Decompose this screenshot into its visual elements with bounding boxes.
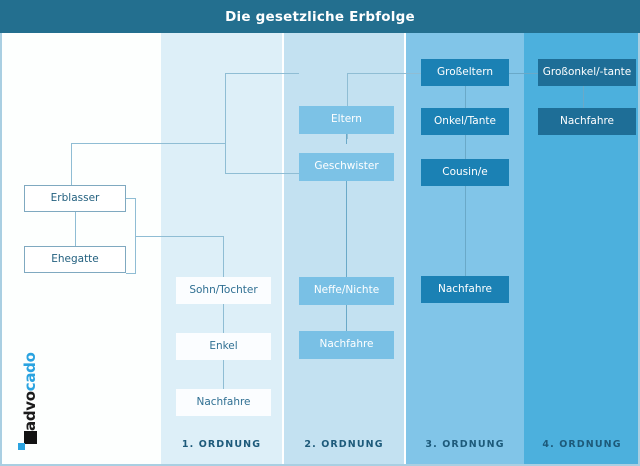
- column-label-4: 4. ORDNUNG: [542, 439, 622, 450]
- connector-eltern-to-grosseltern: [347, 73, 421, 74]
- logo-wordmark: advocado: [21, 335, 39, 431]
- header-bar: Die gesetzliche Erbfolge: [0, 0, 640, 33]
- connector-spouse-bracket: [135, 198, 136, 273]
- connector-ehegatte-right: [126, 273, 136, 274]
- node-sohn-tochter[interactable]: Sohn/Tochter: [176, 277, 271, 304]
- node-nachfahre-1-label: Nachfahre: [196, 395, 251, 408]
- node-nachfahre-3[interactable]: Nachfahre: [421, 276, 509, 303]
- node-erblasser-label: Erblasser: [50, 191, 100, 204]
- node-enkel[interactable]: Enkel: [176, 333, 271, 360]
- logo-word-prefix: advo: [21, 391, 39, 431]
- node-nachfahre-4-label: Nachfahre: [559, 114, 615, 127]
- connector-grosseltern-to-grossonkel: [509, 73, 538, 74]
- connector-eltern-top-stem: [346, 134, 347, 144]
- node-grossonkel-tante[interactable]: Großonkel/-tante: [538, 59, 636, 86]
- node-neffe-nichte[interactable]: Neffe/Nichte: [299, 277, 394, 305]
- logo-square-blue: [18, 443, 25, 450]
- node-ehegatte[interactable]: Ehegatte: [24, 246, 126, 273]
- node-grossonkel-tante-label: Großonkel/-tante: [542, 65, 632, 78]
- connector-grossonkel-to-nachfahre: [583, 86, 584, 108]
- node-nachfahre-2-label: Nachfahre: [319, 338, 374, 351]
- node-enkel-label: Enkel: [209, 339, 238, 352]
- connector-parents-rail-vertical: [225, 73, 226, 173]
- node-sohn-tochter-label: Sohn/Tochter: [189, 283, 258, 296]
- logo-square-dark: [24, 431, 37, 444]
- node-nachfahre-1[interactable]: Nachfahre: [176, 389, 271, 416]
- node-ehegatte-label: Ehegatte: [51, 252, 99, 265]
- column-label-2: 2. ORDNUNG: [304, 439, 384, 450]
- connector-erblasser-up: [71, 143, 72, 186]
- connector-rail-to-geschwister: [225, 173, 299, 174]
- node-eltern[interactable]: Eltern: [299, 106, 394, 134]
- connector-erblasser-ehegatte: [75, 212, 76, 246]
- connector-sohn-to-enkel: [223, 304, 224, 333]
- connector-onkel-to-cousin: [465, 134, 466, 160]
- page-title: Die gesetzliche Erbfolge: [225, 8, 415, 25]
- node-grosseltern-label: Großeltern: [436, 65, 493, 78]
- column-label-3: 3. ORDNUNG: [425, 439, 505, 450]
- connector-grosseltern-to-onkel: [465, 86, 466, 108]
- connector-geschwister-to-neffe: [346, 181, 347, 285]
- connector-to-children-rail: [135, 236, 223, 237]
- node-cousin[interactable]: Cousin/e: [421, 159, 509, 186]
- node-nachfahre-2[interactable]: Nachfahre: [299, 331, 394, 359]
- node-onkel-tante-label: Onkel/Tante: [434, 114, 496, 127]
- node-onkel-tante[interactable]: Onkel/Tante: [421, 108, 509, 135]
- node-nachfahre-3-label: Nachfahre: [437, 282, 493, 295]
- node-nachfahre-4[interactable]: Nachfahre: [538, 108, 636, 135]
- connector-erblasser-right: [126, 198, 136, 199]
- node-eltern-label: Eltern: [331, 113, 362, 126]
- column-background-2: 2. ORDNUNG: [284, 33, 404, 464]
- connector-enkel-to-nachfahre: [223, 360, 224, 389]
- node-neffe-nichte-label: Neffe/Nichte: [313, 284, 380, 297]
- node-geschwister-label: Geschwister: [314, 160, 379, 173]
- diagram-board: 1. ORDNUNG 2. ORDNUNG 3. ORDNUNG 4. ORDN…: [0, 33, 640, 466]
- node-geschwister[interactable]: Geschwister: [299, 153, 394, 181]
- connector-erblasser-to-parents-rail: [71, 143, 225, 144]
- column-background-4: 4. ORDNUNG: [524, 33, 638, 464]
- node-cousin-label: Cousin/e: [442, 165, 488, 178]
- node-grosseltern[interactable]: Großeltern: [421, 59, 509, 86]
- node-erblasser[interactable]: Erblasser: [24, 185, 126, 212]
- connector-children-rail-down: [223, 236, 224, 277]
- connector-rail-to-eltern: [225, 73, 299, 74]
- advocado-logo: advocado: [12, 340, 46, 450]
- logo-word-suffix: cado: [21, 352, 39, 392]
- logo-mark-icon: [18, 431, 37, 450]
- column-label-1: 1. ORDNUNG: [181, 439, 262, 450]
- connector-cousin-to-nachfahre: [465, 185, 466, 281]
- connector-neffe-to-nachfahre: [346, 305, 347, 331]
